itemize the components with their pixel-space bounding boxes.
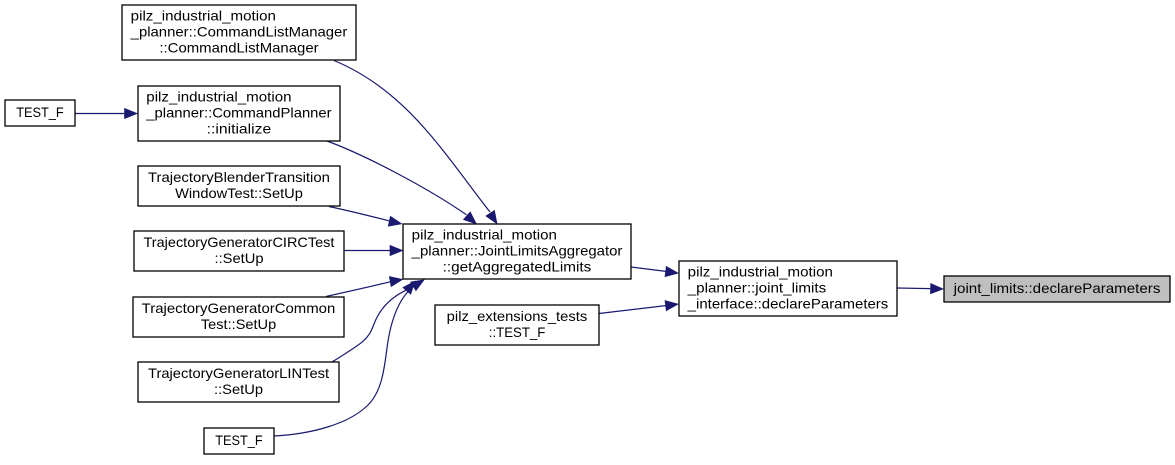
svg-text:pilz_industrial_motion: pilz_industrial_motion — [688, 264, 833, 280]
svg-text:TrajectoryGeneratorLINTest: TrajectoryGeneratorLINTest — [148, 365, 329, 381]
svg-text:::TEST_F: ::TEST_F — [489, 324, 546, 340]
svg-text:::getAggregatedLimits: ::getAggregatedLimits — [443, 259, 592, 275]
svg-text:pilz_extensions_tests: pilz_extensions_tests — [447, 308, 588, 324]
svg-text:_planner::CommandListManager: _planner::CommandListManager — [130, 24, 348, 40]
svg-text:::initialize: ::initialize — [207, 121, 272, 137]
svg-text:Test::SetUp: Test::SetUp — [201, 316, 277, 332]
svg-text:_planner::JointLimitsAggregato: _planner::JointLimitsAggregator — [411, 243, 623, 259]
svg-text:TEST_F: TEST_F — [16, 104, 64, 120]
svg-text:joint_limits::declareParameter: joint_limits::declareParameters — [953, 280, 1161, 296]
svg-text:TrajectoryGeneratorCIRCTest: TrajectoryGeneratorCIRCTest — [144, 234, 335, 250]
svg-text:::CommandListManager: ::CommandListManager — [159, 40, 319, 56]
svg-text:pilz_industrial_motion: pilz_industrial_motion — [412, 227, 557, 243]
svg-text:TEST_F: TEST_F — [215, 432, 263, 448]
svg-text:TrajectoryBlenderTransition: TrajectoryBlenderTransition — [148, 169, 330, 185]
svg-text:_planner::joint_limits: _planner::joint_limits — [687, 280, 827, 296]
svg-text:pilz_industrial_motion: pilz_industrial_motion — [146, 89, 291, 105]
svg-text:WindowTest::SetUp: WindowTest::SetUp — [175, 185, 303, 201]
svg-text:TrajectoryGeneratorCommon: TrajectoryGeneratorCommon — [142, 300, 336, 316]
svg-text:::SetUp: ::SetUp — [215, 250, 264, 266]
svg-text:_interface::declareParameters: _interface::declareParameters — [687, 296, 889, 312]
svg-text:_planner::CommandPlanner: _planner::CommandPlanner — [145, 105, 332, 121]
svg-text:pilz_industrial_motion: pilz_industrial_motion — [131, 8, 276, 24]
svg-text:::SetUp: ::SetUp — [214, 381, 263, 397]
